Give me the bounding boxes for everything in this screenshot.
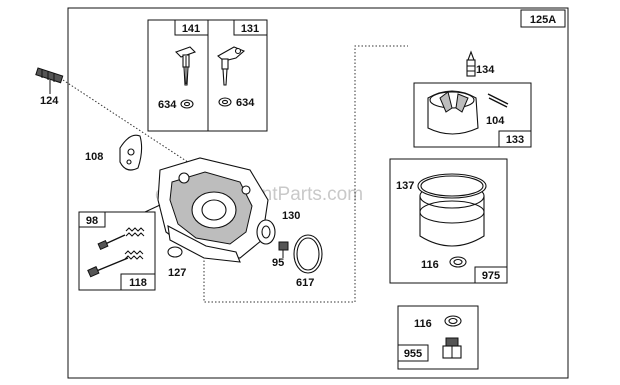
kit-label-98: 98: [86, 215, 98, 227]
bowl-nut: [442, 337, 462, 359]
washer-634-right: [218, 97, 232, 107]
throttle-plate-108: [119, 134, 143, 171]
kit-label-box-133: [498, 130, 532, 148]
idle-mixture-screw-131: [217, 46, 246, 86]
outer-frame: [67, 7, 569, 379]
float-bowl-137: [417, 173, 487, 247]
needle-134: [466, 50, 476, 77]
frame-box-label: 125A: [530, 14, 556, 26]
part-label-634-left: 634: [158, 99, 177, 111]
float-pin-104: [487, 93, 509, 108]
washer-116-bowl: [449, 256, 467, 268]
kit-box-955: [397, 305, 479, 370]
kit-label-133: 133: [506, 134, 524, 146]
carburetor-body: [144, 157, 269, 263]
kit-label-955: 955: [404, 348, 422, 360]
part-label-137: 137: [396, 180, 414, 192]
frame-box-label-box: [520, 9, 566, 28]
kit-label-131: 131: [241, 23, 259, 35]
part-label-134: 134: [476, 64, 495, 76]
kit-label-141: 141: [182, 23, 200, 35]
part-label-634-right: 634: [236, 97, 255, 109]
kit-label-975: 975: [482, 270, 500, 282]
connector-line-spring: [62, 79, 201, 171]
spring-124: [35, 67, 64, 84]
kit-label-box-141: [174, 19, 209, 36]
part-label-104: 104: [486, 115, 505, 127]
part-label-617: 617: [296, 277, 314, 289]
part-label-130: 130: [282, 210, 300, 222]
kit-label-box-955: [397, 344, 429, 362]
main-jet-screw-118: [87, 250, 144, 278]
kit-box-975: [389, 158, 508, 284]
screw-95: [278, 241, 289, 258]
kit-label-118: 118: [129, 277, 147, 289]
washer-634-left: [180, 99, 194, 109]
kit-box-133: [413, 82, 532, 148]
part-label-116-bowl: 116: [421, 259, 439, 271]
kit-box-98-118: [78, 211, 156, 291]
seal-130: [256, 219, 276, 245]
idle-speed-screw-98: [97, 227, 145, 251]
part-label-127: 127: [168, 267, 186, 279]
part-label-108: 108: [85, 151, 103, 163]
part-label-95: 95: [272, 257, 284, 269]
oring-617: [293, 234, 323, 274]
washer-116-nut: [444, 315, 462, 327]
gasket-127: [167, 246, 183, 258]
kit-label-box-131: [233, 19, 268, 36]
connector-line-main: [203, 45, 408, 303]
kit-label-box-975: [474, 266, 508, 284]
idle-mixture-screw-141: [174, 46, 197, 86]
kit-label-box-98: [78, 211, 106, 228]
float-assembly: [427, 90, 479, 135]
kit-label-box-118: [120, 273, 156, 291]
part-label-116-nut: 116: [414, 318, 432, 330]
part-label-124: 124: [40, 95, 59, 107]
